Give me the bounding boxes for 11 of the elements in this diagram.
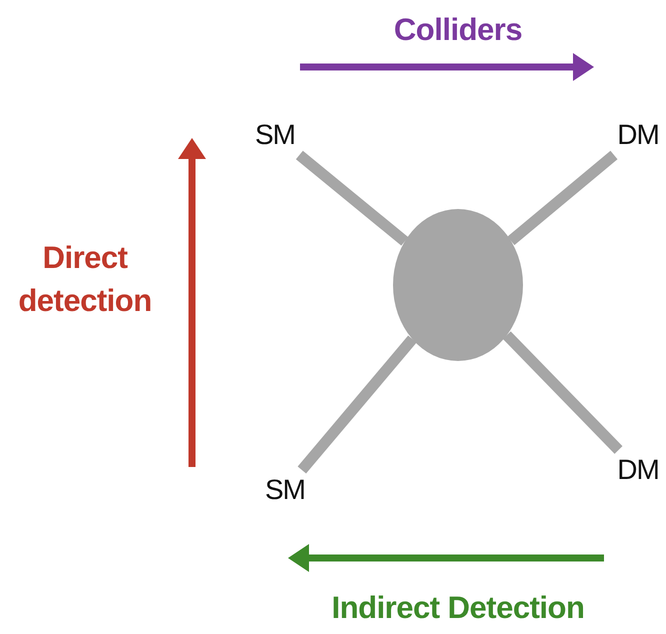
particle-label: SM — [260, 470, 310, 510]
connector-line — [298, 336, 417, 474]
process-label: Direct detection — [17, 239, 153, 320]
connector-line — [502, 331, 622, 454]
particle-label: SM — [250, 115, 300, 155]
process-label: Indirect Detection — [330, 589, 586, 627]
particle-label: DM — [613, 450, 663, 490]
connector-line — [507, 150, 618, 246]
connector-line — [296, 150, 408, 246]
particle-label: DM — [613, 115, 663, 155]
process-label: Colliders — [392, 11, 524, 49]
